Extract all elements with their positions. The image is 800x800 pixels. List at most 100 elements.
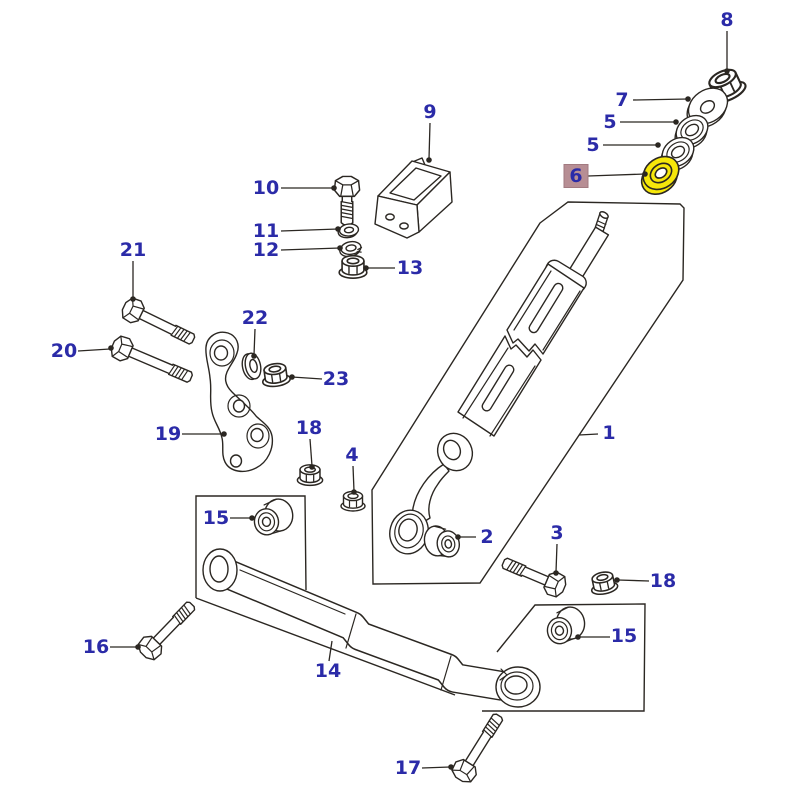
callout-13: 13 bbox=[363, 257, 423, 279]
leader-dot bbox=[673, 119, 679, 125]
leader-dot bbox=[655, 142, 661, 148]
callout-5: 5 bbox=[586, 134, 661, 156]
callout-label: 22 bbox=[242, 307, 268, 329]
callout-14: 14 bbox=[315, 640, 341, 682]
callout-label: 17 bbox=[395, 757, 421, 779]
callout-label: 16 bbox=[83, 636, 109, 658]
callout-15: 15 bbox=[575, 625, 637, 647]
highlight-box bbox=[563, 164, 589, 188]
leader-dot bbox=[455, 534, 461, 540]
callout-2: 2 bbox=[455, 526, 494, 548]
callout-label: 13 bbox=[397, 257, 423, 279]
part-16-bolt bbox=[137, 601, 196, 661]
part-22-washer bbox=[241, 352, 262, 381]
leader-dot bbox=[685, 96, 691, 102]
callout-18: 18 bbox=[296, 417, 322, 470]
callout-label: 23 bbox=[323, 368, 349, 390]
callout-22: 22 bbox=[242, 307, 268, 359]
leader-dot bbox=[363, 265, 369, 271]
part-14-link-bar bbox=[202, 548, 541, 708]
leader-dot bbox=[614, 577, 620, 583]
part-3-bolt bbox=[501, 557, 567, 598]
part-17-bolt bbox=[451, 713, 504, 783]
callout-label: 6 bbox=[569, 165, 582, 187]
callout-label: 8 bbox=[720, 9, 733, 31]
callout-label: 15 bbox=[611, 625, 637, 647]
part-10-bolt bbox=[333, 175, 361, 226]
leader-dot bbox=[337, 245, 343, 251]
group-box-bush-right bbox=[482, 603, 646, 712]
part-13-nut bbox=[338, 254, 368, 280]
part-15-bush-left bbox=[253, 498, 294, 536]
leader-dot bbox=[575, 634, 581, 640]
part-2-bush bbox=[423, 525, 461, 558]
leader-dot bbox=[309, 464, 315, 470]
callout-5: 5 bbox=[603, 111, 679, 133]
leader-dot bbox=[135, 644, 141, 650]
callout-7: 7 bbox=[615, 89, 691, 111]
part-15-bush-right bbox=[546, 606, 586, 645]
callout-label: 10 bbox=[253, 177, 279, 199]
part-11-washer bbox=[337, 223, 360, 239]
callout-label: 1 bbox=[602, 422, 615, 444]
part-21-bolt bbox=[121, 297, 196, 345]
callout-label: 3 bbox=[550, 522, 563, 544]
part-1-radius-arm bbox=[389, 211, 610, 555]
callout-19: 19 bbox=[155, 423, 227, 445]
callout-label: 4 bbox=[345, 444, 358, 466]
callout-label: 2 bbox=[480, 526, 493, 548]
leader-dot bbox=[331, 185, 337, 191]
callout-label: 5 bbox=[586, 134, 599, 156]
callout-17: 17 bbox=[395, 757, 454, 779]
leader-dot bbox=[108, 345, 114, 351]
callout-23: 23 bbox=[289, 368, 349, 390]
callout-label: 5 bbox=[603, 111, 616, 133]
callout-16: 16 bbox=[83, 636, 141, 658]
callout-10: 10 bbox=[253, 177, 337, 199]
callout-20: 20 bbox=[51, 340, 114, 362]
leader-dot bbox=[289, 374, 295, 380]
leader-dot bbox=[426, 157, 432, 163]
leader-dot bbox=[249, 515, 255, 521]
callout-label: 18 bbox=[296, 417, 322, 439]
leader-dot bbox=[130, 296, 136, 302]
callout-label: 9 bbox=[423, 101, 436, 123]
callout-4: 4 bbox=[345, 444, 359, 495]
part-6-washer-highlighted bbox=[640, 155, 680, 195]
part-8-nut bbox=[708, 68, 747, 104]
callout-label: 19 bbox=[155, 423, 181, 445]
part-7-washer bbox=[686, 87, 729, 128]
callout-label: 11 bbox=[253, 220, 279, 242]
callout-label: 14 bbox=[315, 660, 341, 682]
callout-18: 18 bbox=[614, 570, 676, 592]
callout-21: 21 bbox=[120, 239, 146, 302]
leader-dot bbox=[642, 171, 648, 177]
leader-dot bbox=[221, 431, 227, 437]
callout-3: 3 bbox=[550, 522, 564, 576]
part-4-nut bbox=[340, 490, 366, 512]
callout-11: 11 bbox=[253, 220, 341, 242]
callout-label: 12 bbox=[253, 239, 279, 261]
callout-label: 20 bbox=[51, 340, 77, 362]
callout-12: 12 bbox=[253, 239, 343, 261]
callout-1: 1 bbox=[578, 422, 616, 444]
callout-9: 9 bbox=[423, 101, 437, 163]
leader-dot bbox=[335, 226, 341, 232]
group-box-bush-left bbox=[195, 495, 456, 696]
callout-label: 18 bbox=[650, 570, 676, 592]
part-23-nut bbox=[261, 362, 291, 388]
leader-dot bbox=[251, 353, 257, 359]
leader-dot bbox=[448, 764, 454, 770]
callout-6-highlighted: 6 bbox=[563, 164, 648, 188]
group-box-radius-arm bbox=[371, 201, 685, 585]
part-18-nut-right bbox=[590, 571, 619, 596]
part-19-bracket bbox=[205, 331, 274, 473]
part-9-bracket bbox=[374, 157, 453, 239]
callout-label: 15 bbox=[203, 507, 229, 529]
leader-dot bbox=[724, 68, 730, 74]
callout-8: 8 bbox=[720, 9, 734, 74]
leader-dot bbox=[553, 570, 559, 576]
